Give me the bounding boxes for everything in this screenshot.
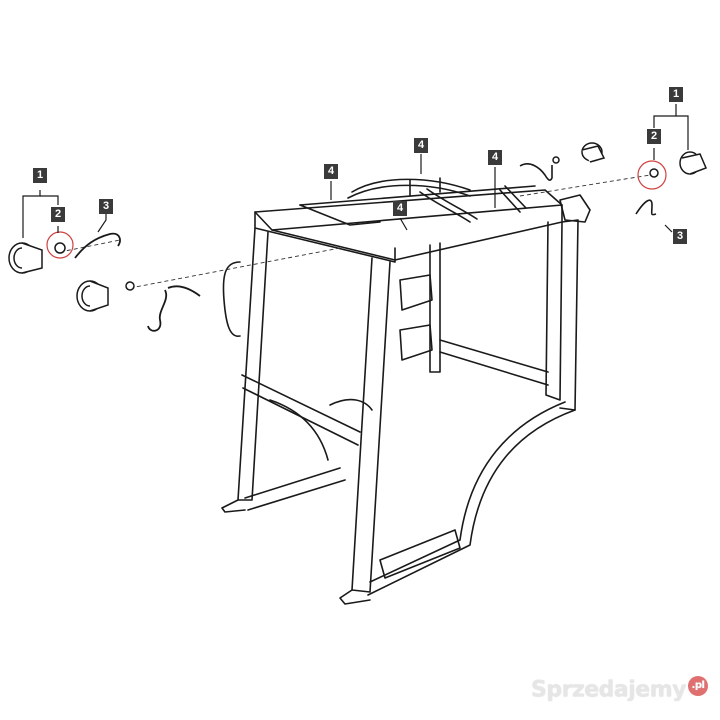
mirror-bracket bbox=[559, 194, 591, 223]
callout-4-frame-left: 4 bbox=[324, 164, 338, 179]
right-wires bbox=[519, 163, 657, 216]
callout-1-left: 1 bbox=[33, 168, 47, 183]
watermark-brand: Sprzedajemy bbox=[531, 677, 687, 702]
left-wires bbox=[74, 232, 201, 332]
watermark-logo: Sprzedajemy.pl bbox=[531, 675, 708, 702]
callout-4-frame-center: 4 bbox=[414, 138, 428, 153]
roof-frame bbox=[254, 177, 563, 263]
left-lamps bbox=[8, 242, 135, 312]
front-right-pillar bbox=[339, 257, 391, 605]
callout-connectors bbox=[22, 104, 689, 238]
callout-3-right: 3 bbox=[673, 229, 687, 244]
interior-brackets bbox=[269, 274, 433, 461]
rear-pillars bbox=[429, 219, 579, 411]
right-highlight-circle bbox=[637, 160, 667, 190]
callout-4-frame-inner: 4 bbox=[393, 201, 407, 216]
callout-2-left: 2 bbox=[51, 207, 65, 222]
left-highlight-circle bbox=[46, 231, 74, 259]
rear-fender bbox=[367, 401, 576, 596]
right-lamps bbox=[552, 142, 707, 178]
callout-1-right: 1 bbox=[669, 87, 683, 102]
callout-4-frame-right: 4 bbox=[488, 150, 502, 165]
callout-3-left: 3 bbox=[99, 199, 113, 214]
cross-bars bbox=[241, 339, 549, 511]
front-left-pillar bbox=[221, 227, 269, 513]
watermark-suffix: .pl bbox=[688, 675, 708, 696]
grab-handle bbox=[222, 261, 241, 337]
callout-2-right: 2 bbox=[647, 129, 661, 144]
